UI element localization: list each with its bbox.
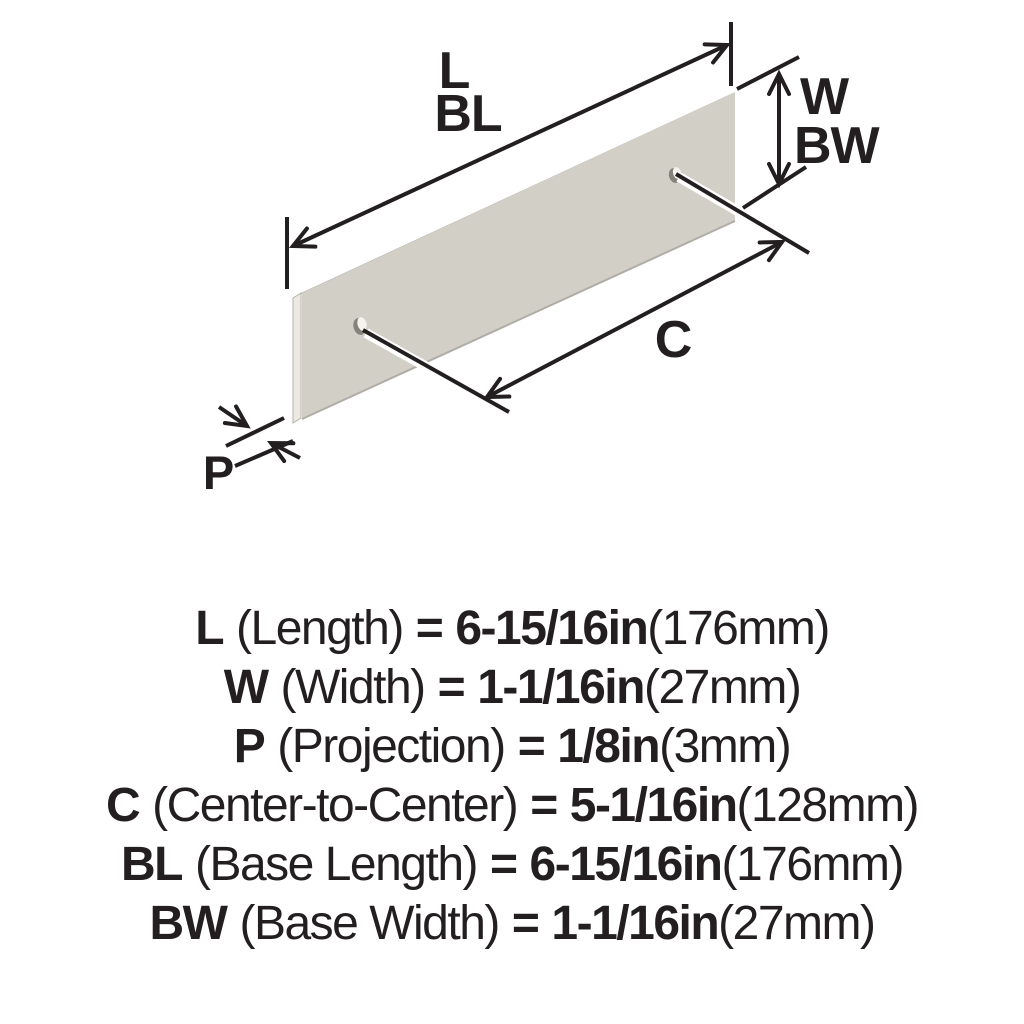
plate-left-edge [292,292,302,424]
dimension-lines [217,22,811,468]
spec-equals: = [530,779,558,832]
spec-name: (Base Width) [239,897,500,950]
spec-value-metric: (176mm) [647,602,830,655]
spec-line-length: L(Length)=6-15/16in(176mm) [0,599,1024,658]
spec-line-center-to-center: C(Center-to-Center)=5-1/16in(128mm) [0,776,1024,835]
hole-opening [357,317,367,331]
spec-value-inches: 6-15/16in [529,838,723,891]
spec-equals: = [511,897,540,950]
tick-projection-2 [234,439,294,468]
spec-value-inches: 1-1/16in [477,661,645,714]
spec-equals: = [517,720,546,773]
spec-line-base-width: BW(Base Width)=1-1/16in(27mm) [0,894,1024,953]
spec-value-inches: 1-1/16in [551,897,719,950]
spec-name: (Base Length) [194,838,479,891]
spec-name: (Length) [236,602,404,655]
tick-projection-1 [225,416,285,448]
dimension-specs: L(Length)=6-15/16in(176mm) W(Width)=1-1/… [0,599,1024,953]
spec-line-width: W(Width)=1-1/16in(27mm) [0,658,1024,717]
label-projection: P [203,446,233,499]
spec-value-inches: 6-15/16in [455,602,648,655]
spec-code: W [223,661,269,714]
arrow-projection-top [217,404,251,429]
spec-value-metric: (3mm) [659,720,792,773]
spec-equals: = [490,838,518,891]
spec-value-metric: (176mm) [721,838,904,891]
label-center-to-center: C [655,311,692,369]
spec-value-inches: 5-1/16in [569,779,738,832]
dimension-diagram: L BL W BW C P [203,22,882,499]
spec-value-metric: (27mm) [718,897,876,950]
spec-code: BW [149,897,228,950]
spec-name: (Center-to-Center) [152,779,519,832]
spec-equals: = [415,602,444,655]
mounting-hole-left [353,317,367,335]
tick-center-right [674,172,811,255]
label-length: L [439,42,470,100]
spec-line-projection: P(Projection)=1/8in(3mm) [0,717,1024,776]
spec-code: P [233,720,266,773]
spec-value-metric: (27mm) [643,661,802,714]
label-width: W [800,68,850,126]
spec-code: C [105,779,141,832]
spec-line-base-length: BL(Base Length)=6-15/16in(176mm) [0,835,1024,894]
dimension-labels: L BL W BW C P [203,42,882,499]
spec-name: (Projection) [277,720,506,773]
label-base-width: BW [794,117,881,175]
dim-line-length [288,42,732,249]
dim-line-center-to-center [483,239,786,400]
arrow-projection-bottom [267,440,301,464]
spec-code: BL [120,838,183,891]
spec-equals: = [437,661,466,714]
spec-value-inches: 1/8in [557,720,660,773]
spec-name: (Width) [280,661,427,714]
spec-code: L [195,602,224,655]
spec-value-metric: (128mm) [736,779,920,832]
label-base-length: BL [434,85,502,143]
tick-width-top [736,55,800,91]
